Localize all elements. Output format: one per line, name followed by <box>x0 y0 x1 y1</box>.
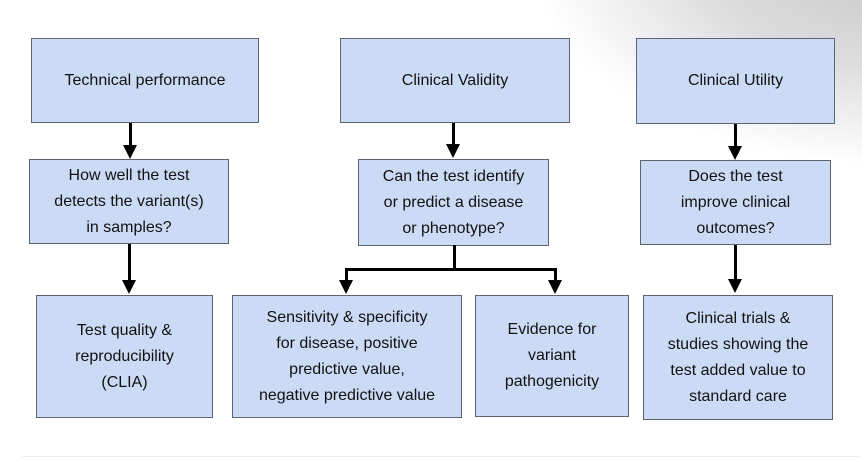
arrow-shaft <box>344 270 348 280</box>
arrow-utility-question-to-outcome <box>728 245 742 293</box>
arrow-head-icon <box>728 279 742 293</box>
node-clinical-utility: Clinical Utility <box>636 38 835 124</box>
node-technical-outcome: Test quality & reproducibility (CLIA) <box>36 295 213 418</box>
node-technical-performance: Technical performance <box>31 38 259 123</box>
arrow-shaft <box>128 123 132 145</box>
arrow-shaft <box>451 123 455 144</box>
arrow-branch-to-sensitivity <box>339 270 353 294</box>
arrow-technical-performance-to-question <box>123 123 137 159</box>
arrow-head-icon <box>548 280 562 294</box>
arrow-shaft <box>733 124 737 146</box>
arrow-shaft <box>733 245 737 279</box>
branch-connector-horizontal-bar <box>345 268 557 271</box>
arrow-branch-to-evidence <box>548 270 562 294</box>
arrow-head-icon <box>446 144 460 158</box>
arrow-clinical-validity-to-question <box>446 123 460 158</box>
arrow-head-icon <box>339 280 353 294</box>
arrow-head-icon <box>123 145 137 159</box>
arrow-shaft <box>127 244 131 280</box>
arrow-technical-question-to-outcome <box>122 244 136 294</box>
node-validity-outcome-sensitivity: Sensitivity & specificity for disease, p… <box>232 295 462 418</box>
node-validity-question: Can the test identify or predict a disea… <box>358 159 549 246</box>
node-technical-question: How well the test detects the variant(s)… <box>29 159 229 244</box>
node-validity-outcome-evidence: Evidence for variant pathogenicity <box>475 295 629 417</box>
node-utility-outcome: Clinical trials & studies showing the te… <box>643 295 833 420</box>
arrow-head-icon <box>122 280 136 294</box>
bottom-divider <box>22 456 859 457</box>
arrow-head-icon <box>728 146 742 160</box>
node-clinical-validity: Clinical Validity <box>340 38 570 123</box>
node-utility-question: Does the test improve clinical outcomes? <box>640 160 831 245</box>
arrow-shaft <box>553 270 557 280</box>
arrow-clinical-utility-to-question <box>728 124 742 160</box>
branch-connector-vertical-stem <box>453 245 456 271</box>
